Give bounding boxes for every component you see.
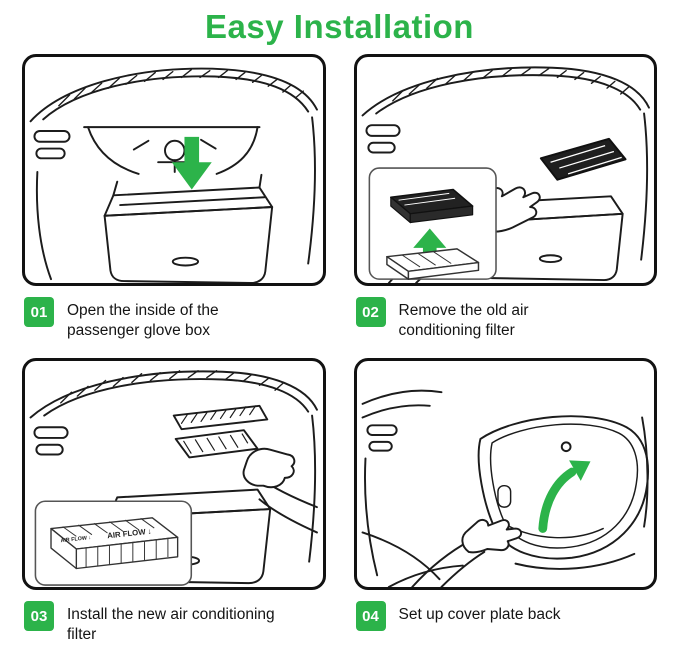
up-arrow-icon bbox=[412, 228, 446, 262]
step3-install-filter-illustration: AIR FLOW ↓ AIR FLOW ↓ bbox=[29, 370, 318, 586]
hand-icon bbox=[460, 518, 522, 554]
step-4-caption: 04 Set up cover plate back bbox=[355, 601, 656, 651]
down-arrow-icon bbox=[171, 136, 212, 190]
hand-icon bbox=[242, 447, 296, 489]
step-1-caption: 01 Open the inside of the passenger glov… bbox=[24, 297, 324, 347]
step-4-number-badge: 04 bbox=[355, 601, 386, 631]
step-1-number-badge: 01 bbox=[24, 297, 54, 327]
step-3-panel: AIR FLOW ↓ AIR FLOW ↓ bbox=[22, 358, 326, 590]
step-1-panel bbox=[22, 54, 326, 286]
step-2-text: Remove the old air conditioning filter bbox=[398, 302, 529, 340]
steps-grid: 01 Open the inside of the passenger glov… bbox=[22, 54, 657, 662]
old-filter bbox=[539, 137, 627, 181]
new-filter bbox=[174, 429, 259, 459]
step-3-number-badge: 03 bbox=[24, 601, 54, 631]
step-3-caption: 03 Install the new air conditioning filt… bbox=[24, 601, 324, 651]
step4-cover-plate-illustration bbox=[361, 389, 649, 587]
step-1-cell: 01 Open the inside of the passenger glov… bbox=[22, 54, 326, 358]
step-1-text: Open the inside of the passenger glove b… bbox=[67, 302, 219, 340]
page-title: Easy Installation bbox=[205, 8, 474, 45]
air-flow-label-small: AIR FLOW ↓ bbox=[60, 535, 91, 544]
step1-open-glovebox-illustration bbox=[29, 67, 318, 283]
step2-remove-filter-illustration bbox=[361, 66, 650, 283]
curved-up-arrow-icon bbox=[537, 460, 590, 533]
step-2-caption: 02 Remove the old air conditioning filte… bbox=[355, 297, 656, 347]
step-4-panel bbox=[353, 358, 657, 590]
step-2-panel bbox=[353, 54, 657, 286]
step-2-number-badge: 02 bbox=[355, 297, 386, 327]
step-3-text: Install the new air conditioning filter bbox=[67, 606, 275, 644]
filter-removal-inset bbox=[368, 167, 497, 280]
step-2-cell: 02 Remove the old air conditioning filte… bbox=[353, 54, 657, 358]
step-3-cell: AIR FLOW ↓ AIR FLOW ↓ 03 Install the new… bbox=[22, 358, 326, 662]
airflow-inset: AIR FLOW ↓ AIR FLOW ↓ bbox=[34, 500, 193, 586]
step-4-cell: 04 Set up cover plate back bbox=[353, 358, 657, 662]
step-4-text: Set up cover plate back bbox=[398, 606, 561, 623]
